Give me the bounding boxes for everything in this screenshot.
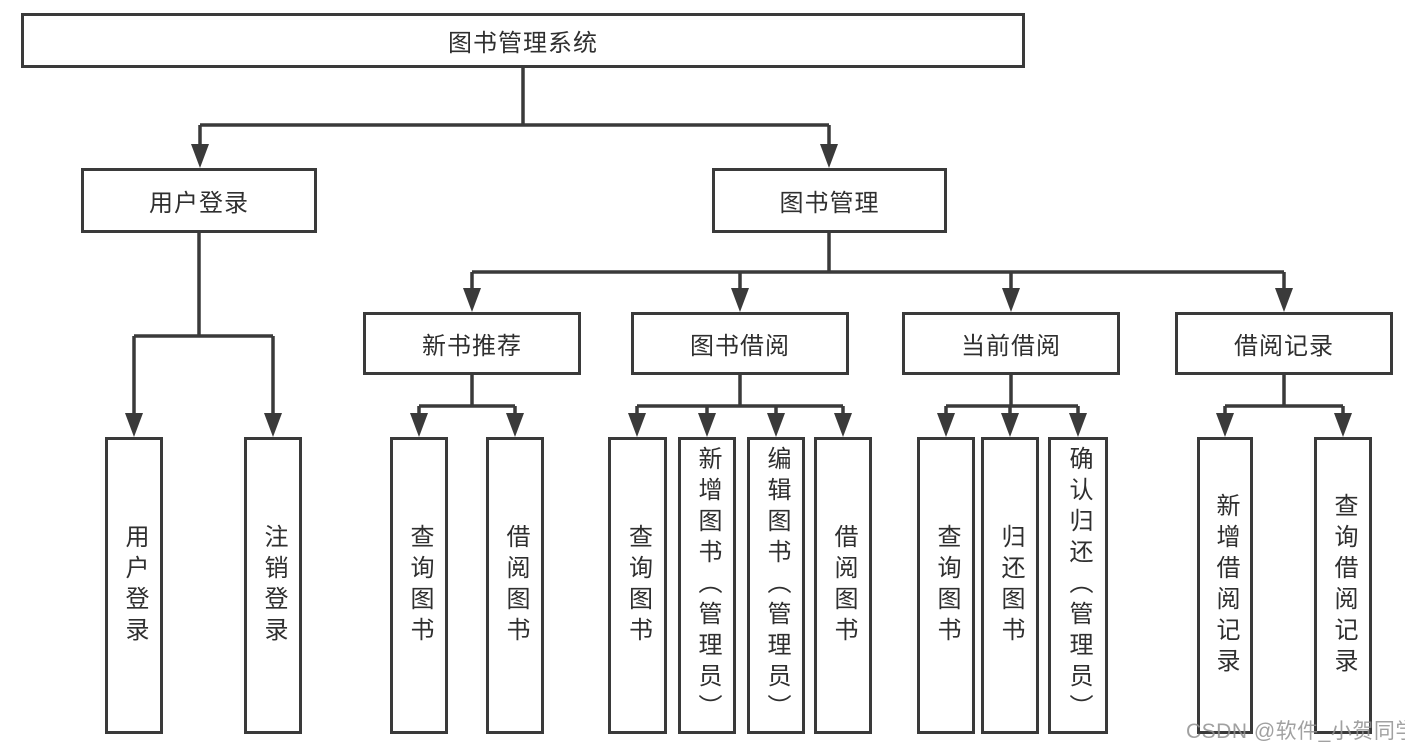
connector-path <box>132 68 1345 417</box>
leaf-borrow-books-borrow: 借阅图书 <box>814 437 872 734</box>
leaf-label: 查询图书 <box>406 523 433 648</box>
leaf-label: 新增借阅记录 <box>1212 492 1239 679</box>
leaf-query-borrow-record: 查询借阅记录 <box>1314 437 1372 734</box>
leaf-label: 借阅图书 <box>502 523 529 648</box>
node-label: 图书借阅 <box>690 333 790 360</box>
node-label: 新书推荐 <box>422 333 522 360</box>
leaf-label: 确认归还（管理员） <box>1065 446 1092 725</box>
node-current-borrowing: 当前借阅 <box>902 312 1120 375</box>
node-new-book-recommendation: 新书推荐 <box>363 312 581 375</box>
node-label: 图书管理 <box>779 190 880 217</box>
leaf-return-books: 归还图书 <box>981 437 1039 734</box>
leaf-label: 新增图书（管理员） <box>694 446 721 725</box>
node-label: 图书管理系统 <box>448 30 598 57</box>
node-user-login: 用户登录 <box>81 168 317 233</box>
leaf-label: 归还图书 <box>997 523 1024 648</box>
leaf-query-books-borrow: 查询图书 <box>608 437 667 734</box>
leaf-confirm-return-admin: 确认归还（管理员） <box>1048 437 1108 734</box>
node-book-management: 图书管理 <box>712 168 947 233</box>
leaf-borrow-books-recommend: 借阅图书 <box>486 437 544 734</box>
leaf-label: 查询图书 <box>624 523 652 648</box>
node-label: 借阅记录 <box>1234 333 1334 360</box>
node-borrowing-records: 借阅记录 <box>1175 312 1393 375</box>
leaf-user-login: 用户登录 <box>105 437 163 734</box>
leaf-label: 编辑图书（管理员） <box>763 446 790 725</box>
node-book-borrowing: 图书借阅 <box>631 312 849 375</box>
leaf-logout: 注销登录 <box>244 437 302 734</box>
leaf-label: 借阅图书 <box>830 523 857 648</box>
leaf-query-books-recommend: 查询图书 <box>390 437 448 734</box>
leaf-label: 查询借阅记录 <box>1330 492 1357 679</box>
leaf-label: 用户登录 <box>121 523 148 648</box>
node-label: 用户登录 <box>149 190 249 217</box>
leaf-query-books-current: 查询图书 <box>917 437 975 734</box>
leaf-edit-books-admin: 编辑图书（管理员） <box>747 437 805 734</box>
leaf-label: 注销登录 <box>260 523 287 648</box>
leaf-add-books-admin: 新增图书（管理员） <box>678 437 736 734</box>
node-label: 当前借阅 <box>961 333 1061 360</box>
node-library-management-system: 图书管理系统 <box>21 13 1025 68</box>
watermark-csdn: CSDN @软件_小贺同学 <box>1186 720 1405 743</box>
leaf-add-borrow-record: 新增借阅记录 <box>1197 437 1253 734</box>
leaf-label: 查询图书 <box>933 523 960 648</box>
